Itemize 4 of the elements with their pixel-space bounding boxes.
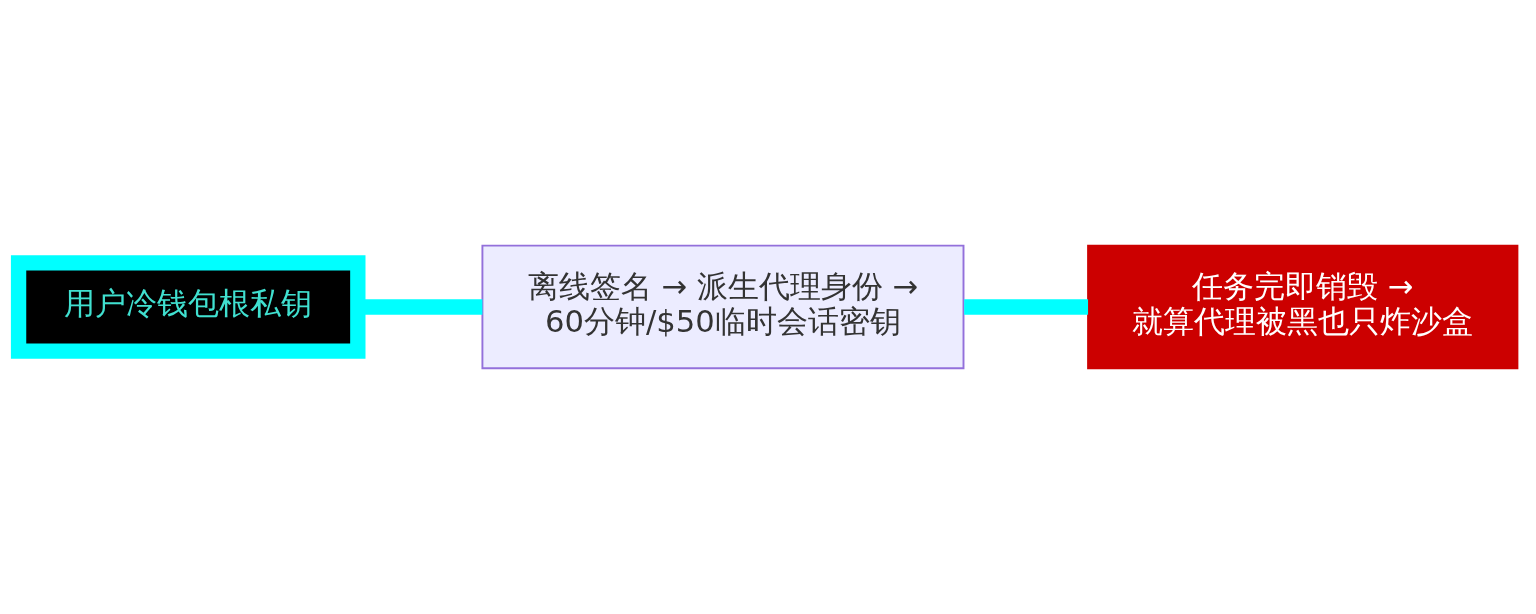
connector xyxy=(964,299,1089,315)
node-box: 任务完即销毁 → 就算代理被黑也只炸沙盒 xyxy=(1087,244,1519,370)
node-box: 离线签名 → 派生代理身份 → 60分钟/$50临时会话密钥 xyxy=(481,244,965,370)
node-box: 用户冷钱包根私钥 xyxy=(10,255,366,359)
